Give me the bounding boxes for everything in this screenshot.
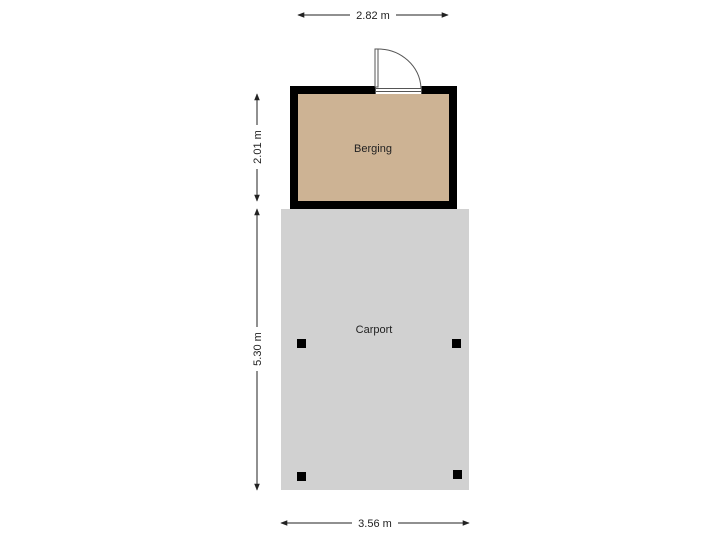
dimension-label-bg (350, 8, 396, 22)
dimension-label-left-upper: 2.01 m (252, 130, 264, 164)
room-label-carport: Carport (356, 324, 393, 336)
carport-floor (281, 209, 469, 490)
carport-post (297, 472, 306, 481)
door-swing-arc (377, 48, 422, 89)
dimension-label-bg (250, 125, 264, 169)
dimension-label-top: 2.82 m (356, 10, 390, 22)
berging-floor (298, 94, 449, 201)
dimension-label-left-lower: 5.30 m (252, 332, 264, 366)
carport-post (297, 339, 306, 348)
carport-post (453, 470, 462, 479)
carport-post (452, 339, 461, 348)
dimension-label-bottom: 3.56 m (358, 518, 392, 530)
dimension-label-bg (250, 327, 264, 371)
dimension-label-bg (352, 516, 398, 530)
door-leaf (374, 48, 379, 88)
room-label-berging: Berging (354, 143, 392, 155)
door-opening (375, 86, 422, 94)
